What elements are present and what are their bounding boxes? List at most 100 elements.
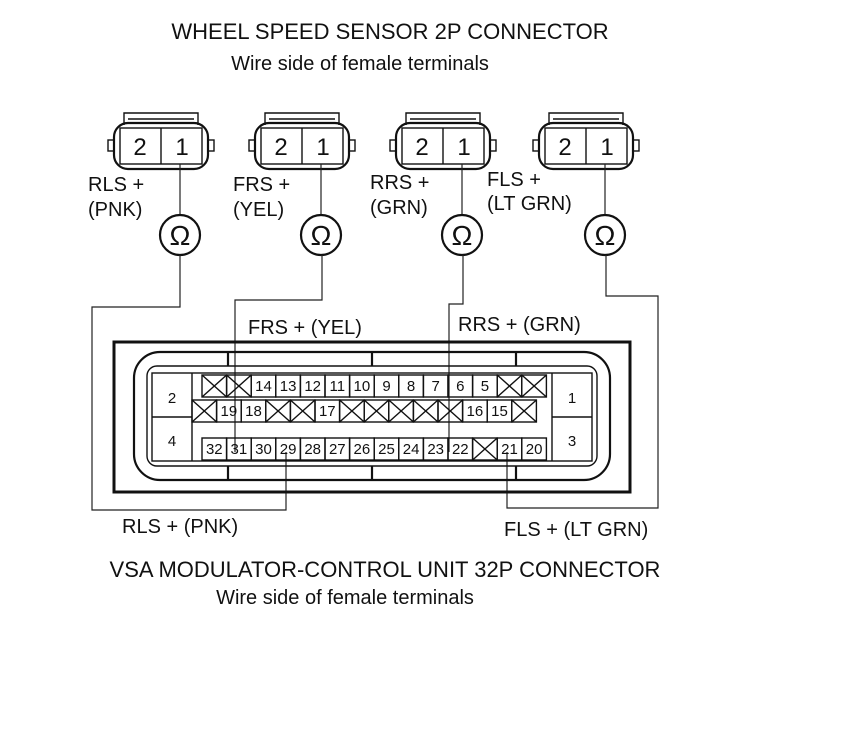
sensor-label-color: (LT GRN) xyxy=(487,193,572,215)
sensor-label-color: (PNK) xyxy=(88,199,142,221)
connector-latch xyxy=(548,112,624,125)
sensor-pin-2: 2 xyxy=(415,134,428,161)
terminal-14: 14 xyxy=(250,374,277,398)
connector-side-tab xyxy=(107,139,115,152)
terminal-number: 23 xyxy=(427,441,444,458)
sensor-pin-1: 1 xyxy=(175,134,188,161)
connector-side-tab xyxy=(489,139,497,152)
connector-side-tab xyxy=(248,139,256,152)
ohm-symbol: Ω xyxy=(595,220,616,251)
terminal-number: 25 xyxy=(378,441,395,458)
terminal-number: 32 xyxy=(206,441,223,458)
ohmmeter-icon xyxy=(440,213,484,257)
sensor-label-terminal: FRS + xyxy=(233,174,290,196)
ohm-symbol: Ω xyxy=(170,220,191,251)
terminal-23: 23 xyxy=(422,437,449,461)
wire-label-frs: FRS + (YEL) xyxy=(248,317,362,339)
terminal-number: 28 xyxy=(304,441,321,458)
terminal-18: 18 xyxy=(240,399,267,423)
terminal-19: 19 xyxy=(215,399,242,423)
sensor-pin-2: 2 xyxy=(274,134,287,161)
terminal-number: 26 xyxy=(354,441,371,458)
blank-cavity xyxy=(225,374,252,398)
corner-pin-2: 2 xyxy=(168,390,176,407)
vsa-connector-subtitle: Wire side of female terminals xyxy=(216,587,474,609)
corner-pin-4: 4 xyxy=(168,433,176,450)
blank-cavity xyxy=(496,374,523,398)
terminal-number: 6 xyxy=(456,378,464,395)
blank-cavity xyxy=(289,399,316,423)
sensor-connector-subtitle: Wire side of female terminals xyxy=(231,53,489,75)
terminal-number: 9 xyxy=(382,378,390,395)
connector-outer-frame xyxy=(112,340,632,494)
blank-cavity xyxy=(363,399,390,423)
terminal-number: 5 xyxy=(481,378,489,395)
sensor-pin-1: 1 xyxy=(457,134,470,161)
terminal-21: 21 xyxy=(496,437,523,461)
terminal-15: 15 xyxy=(486,399,513,423)
terminal-27: 27 xyxy=(324,437,351,461)
blank-cavity xyxy=(201,374,228,398)
blank-cavity xyxy=(265,399,292,423)
connector-side-tab xyxy=(207,139,215,152)
sensor-pin-2: 2 xyxy=(133,134,146,161)
sensor-connector-rrs: 2 1Ω RRS + (GRN) xyxy=(370,112,497,257)
sensor-label-color: (GRN) xyxy=(370,197,428,219)
terminal-12: 12 xyxy=(299,374,326,398)
corner-pin-3: 3 xyxy=(568,433,576,450)
sensor-connectors: 2 1Ω RLS + (PNK) 2 1Ω FRS + (YEL) 2 1Ω RRS + (GRN)2… xyxy=(88,112,640,257)
connector-side-tab xyxy=(532,139,540,152)
terminal-7: 7 xyxy=(422,374,449,398)
terminal-number: 20 xyxy=(526,441,543,458)
sensor-label-terminal: RRS + xyxy=(370,172,429,194)
terminal-number: 30 xyxy=(255,441,272,458)
terminal-16: 16 xyxy=(461,399,488,423)
connector-side-tab xyxy=(632,139,640,152)
blank-cavity xyxy=(511,399,538,423)
connector-latch xyxy=(264,112,340,125)
wire-label-rrs: RRS + (GRN) xyxy=(458,314,581,336)
terminal-5: 5 xyxy=(471,374,498,398)
wire-rls xyxy=(91,255,287,511)
wires xyxy=(91,255,659,511)
terminal-number: 21 xyxy=(501,441,518,458)
blank-cavity xyxy=(191,399,218,423)
blank-cavity xyxy=(521,374,548,398)
terminal-number: 7 xyxy=(432,378,440,395)
corner-pin-1: 1 xyxy=(568,390,576,407)
ohmmeter-icon xyxy=(299,213,343,257)
vsa-connector-title: VSA MODULATOR-CONTROL UNIT 32P CONNECTOR xyxy=(110,557,661,582)
ohmmeter-icon xyxy=(583,213,627,257)
terminal-11: 11 xyxy=(324,374,351,398)
sensor-pin-1: 1 xyxy=(600,134,613,161)
terminal-6: 6 xyxy=(447,374,474,398)
terminal-28: 28 xyxy=(299,437,326,461)
blank-cavity xyxy=(338,399,365,423)
blank-cavity xyxy=(437,399,464,423)
terminal-10: 10 xyxy=(348,374,375,398)
terminal-number: 10 xyxy=(354,378,371,395)
terminal-24: 24 xyxy=(398,437,425,461)
terminal-13: 13 xyxy=(275,374,302,398)
wire-rrs xyxy=(448,255,464,452)
terminal-number: 8 xyxy=(407,378,415,395)
connector-latch xyxy=(405,112,481,125)
terminal-31: 31 xyxy=(225,437,252,461)
terminal-8: 8 xyxy=(398,374,425,398)
terminal-number: 11 xyxy=(330,378,346,395)
terminal-25: 25 xyxy=(373,437,400,461)
blank-cavity xyxy=(412,399,439,423)
terminal-26: 26 xyxy=(348,437,375,461)
sensor-label-terminal: FLS + xyxy=(487,169,541,191)
terminal-number: 19 xyxy=(221,403,238,420)
terminal-number: 31 xyxy=(231,441,248,458)
sensor-label-color: (YEL) xyxy=(233,199,284,221)
terminal-number: 12 xyxy=(304,378,321,395)
wire-label-rls: RLS + (PNK) xyxy=(122,516,238,538)
terminal-number: 15 xyxy=(491,403,508,420)
sensor-label-terminal: RLS + xyxy=(88,174,144,196)
ohm-symbol: Ω xyxy=(452,220,473,251)
